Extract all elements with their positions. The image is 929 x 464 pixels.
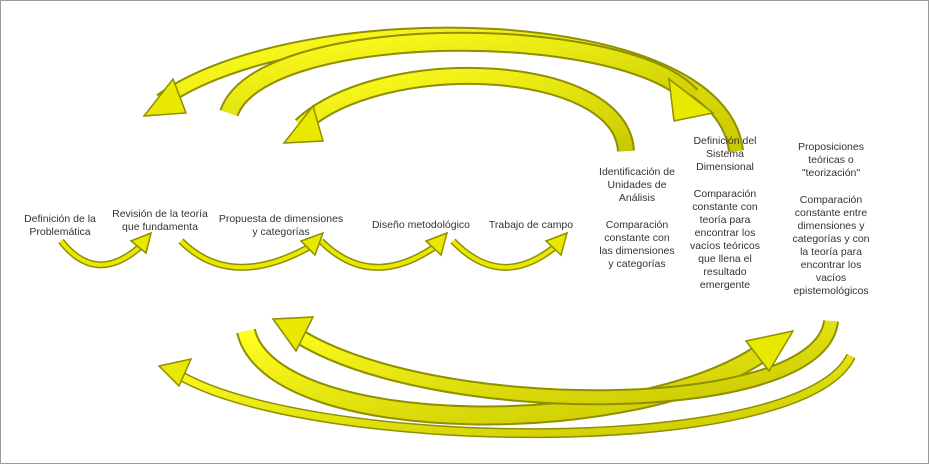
phase-title: Definición del Sistema Dimensional bbox=[693, 135, 757, 173]
top-arrow-middle bbox=[219, 31, 699, 118]
step-propuesta: Propuesta de dimensiones y categorías bbox=[218, 213, 344, 238]
bottom-arrow-3 bbox=[173, 353, 856, 439]
phase-teorizacion: Proposiciones teóricas o "teorización" C… bbox=[787, 141, 875, 298]
arrowhead bbox=[744, 329, 795, 373]
arrowhead bbox=[544, 231, 569, 257]
phase-description: Comparación constante con teoría para en… bbox=[689, 188, 761, 291]
arrowhead bbox=[424, 231, 449, 257]
arrowhead bbox=[271, 316, 315, 353]
step-revision-teoria: Revisión de la teoría que fundamenta bbox=[112, 208, 208, 233]
phase-sistema-dimensional: Definición del Sistema Dimensional Compa… bbox=[687, 135, 763, 292]
phase-title: Identificación de Unidades de Análisis bbox=[599, 166, 675, 204]
phase-description: Comparación constante con las dimensione… bbox=[599, 219, 675, 270]
bottom-arrow-1 bbox=[236, 327, 778, 426]
arrowhead bbox=[129, 231, 153, 255]
phase-title: Proposiciones teóricas o "teorización" bbox=[798, 141, 864, 179]
small-arrow-2 bbox=[178, 238, 313, 271]
arrowhead bbox=[299, 231, 325, 257]
step-trabajo-campo: Trabajo de campo bbox=[488, 219, 574, 231]
step-diseno: Diseño metodológico bbox=[371, 219, 471, 231]
arrowheads bbox=[129, 77, 795, 388]
arrowhead bbox=[142, 77, 188, 117]
phase-unidades-analisis: Identificación de Unidades de Análisis C… bbox=[597, 166, 677, 271]
phase-description: Comparación constante entre dimensiones … bbox=[792, 194, 870, 297]
top-arrow-inner bbox=[294, 67, 635, 153]
step-problematica: Definición de la Problemática bbox=[24, 213, 96, 238]
small-arrow-1 bbox=[58, 238, 144, 269]
arrowhead bbox=[282, 104, 324, 144]
small-arrow-4 bbox=[450, 238, 559, 271]
bottom-arrow-2 bbox=[286, 319, 839, 406]
arrowhead bbox=[668, 77, 715, 122]
arrowhead bbox=[157, 357, 193, 388]
small-arrow-3 bbox=[318, 238, 438, 271]
